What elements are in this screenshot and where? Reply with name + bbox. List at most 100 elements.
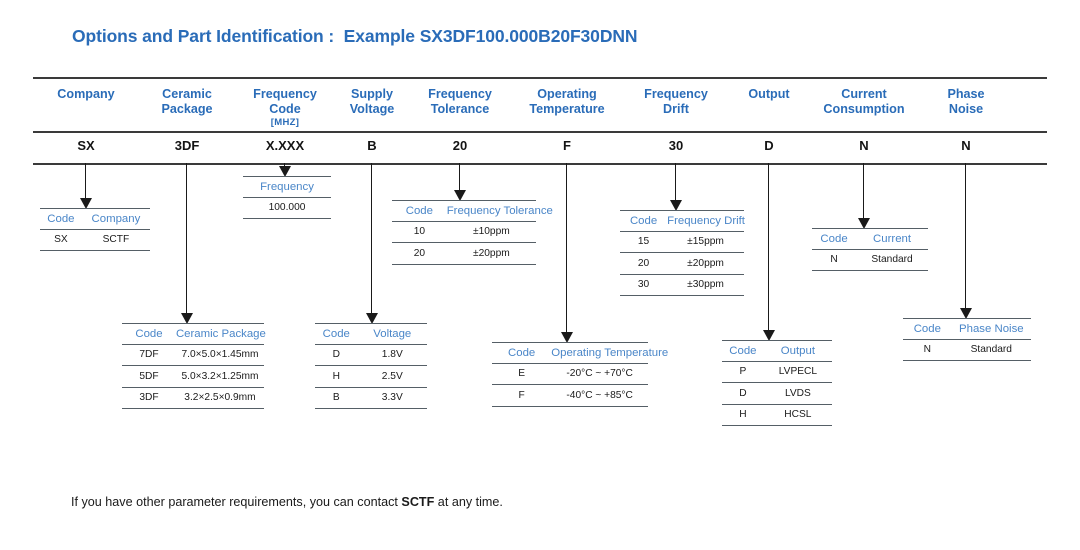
code-value-current_consumption: N xyxy=(859,138,869,153)
table-cell-value: 5.0×3.2×1.25mm xyxy=(181,370,259,382)
table-cell-value: 7.0×5.0×1.45mm xyxy=(181,349,259,360)
table-cell-value: ±20ppm xyxy=(687,257,724,269)
table-header-cell: Phase Noise xyxy=(959,322,1024,335)
table-cell-code: 3DF xyxy=(139,392,159,403)
table-header-cell: Output xyxy=(780,344,815,357)
table-row: D LVDS xyxy=(722,383,832,405)
column-header-line: Temperature xyxy=(529,101,605,116)
footer-company-name: SCTF xyxy=(401,495,435,509)
column-header-line: Supply xyxy=(351,87,393,101)
leader-line-current_consumption xyxy=(863,163,865,219)
table-cell-value: 3.2×2.5×0.9mm xyxy=(184,392,256,403)
leader-line-frequency_drift xyxy=(675,163,677,201)
column-header-line: Current xyxy=(841,87,887,101)
table-cell-value: ±30ppm xyxy=(687,279,724,290)
table-row: 5DF 5.0×3.2×1.25mm xyxy=(122,366,264,388)
code-value-frequency_tolerance: 20 xyxy=(452,138,468,153)
table-cell-value: 2.5V xyxy=(381,370,403,382)
table-header-cell: Voltage xyxy=(373,327,412,340)
table-cell-value: SCTF xyxy=(102,234,130,245)
table-header-cell: Ceramic Package xyxy=(175,327,266,340)
table-header-row: Code Frequency Tolerance xyxy=(392,200,553,222)
table-cell-value: Standard xyxy=(970,344,1012,355)
leader-line-frequency_tolerance xyxy=(459,163,461,191)
table-header-cell: Frequency Drift xyxy=(667,214,745,227)
leader-line-output xyxy=(768,163,770,331)
column-header-output: Output xyxy=(721,87,817,102)
table-row: 20±20ppm xyxy=(392,243,536,265)
column-header-line: Frequency xyxy=(644,87,708,101)
table-cell-code: H xyxy=(739,409,747,420)
table-row: 7DF 7.0×5.0×1.45mm xyxy=(122,345,264,366)
table-cell-code: H xyxy=(332,370,340,382)
table-header-cell: Code xyxy=(629,214,658,227)
table-cell-code: B xyxy=(332,392,340,403)
arrow-head-supply_voltage xyxy=(365,313,378,324)
column-header-company: Company xyxy=(28,87,144,102)
table-header-cell: Code xyxy=(135,327,163,340)
table-header-cell: Code xyxy=(820,232,848,245)
table-header-cell: Code xyxy=(508,346,536,359)
table-header-row: Code Current xyxy=(812,228,928,250)
table-header-cell: Code xyxy=(47,212,75,225)
column-header-line: Ceramic xyxy=(162,87,212,101)
table-cell-code: 30 xyxy=(637,279,650,290)
leader-line-phase_noise xyxy=(965,163,967,309)
table-cell-value: LVDS xyxy=(784,387,811,399)
code-value-frequency_drift: 30 xyxy=(668,138,684,153)
table-header-cell: Code xyxy=(405,204,433,217)
table-cell-value: ±15ppm xyxy=(687,236,724,247)
table-header-cell: Operating Temperature xyxy=(551,346,669,359)
code-value-supply_voltage: B xyxy=(367,138,377,153)
leader-line-company xyxy=(85,163,87,199)
column-header-line: Drift xyxy=(663,101,689,116)
table-header-cell: Frequency Tolerance xyxy=(446,204,553,217)
header-rule-top xyxy=(33,77,1047,79)
table-cell-code: 5DF xyxy=(139,370,159,382)
table-header-cell: Frequency xyxy=(260,180,314,193)
table-cell-code: P xyxy=(739,366,747,377)
column-header-line: Operating xyxy=(537,87,597,101)
table-cell-value: -40°C ~ +85°C xyxy=(566,389,633,401)
table-header-row: Code Operating Temperature xyxy=(492,342,668,364)
arrow-head-operating_temperature xyxy=(560,332,573,343)
page-title: Options and Part Identification : Exampl… xyxy=(72,26,638,46)
table-cell-value: ±20ppm xyxy=(472,247,510,259)
table-header-cell: Current xyxy=(873,232,912,245)
code-value-company: SX xyxy=(77,138,95,153)
footer-text-after: at any time. xyxy=(434,495,503,509)
table-cell-code: 7DF xyxy=(139,349,159,360)
table-cell-value: LVPECL xyxy=(778,366,818,377)
table-cell-value: HCSL xyxy=(784,409,812,420)
table-cell-code: D xyxy=(739,387,747,399)
code-value-phase_noise: N xyxy=(961,138,971,153)
code-value-ceramic_package: 3DF xyxy=(174,138,200,153)
column-header-line: Phase xyxy=(947,87,985,101)
table-cell-code: SX xyxy=(54,234,68,245)
leader-line-frequency_code xyxy=(284,163,286,167)
leader-line-supply_voltage xyxy=(371,163,373,314)
table-row: H 2.5V xyxy=(315,366,427,388)
header-rule-bottom xyxy=(33,163,1047,165)
column-header-line: Consumption xyxy=(823,101,905,116)
table-header-row: Frequency xyxy=(243,176,331,198)
column-header-line: Package xyxy=(161,101,213,116)
table-cell-code: 10 xyxy=(413,226,426,237)
table-row: H HCSL xyxy=(722,405,832,426)
